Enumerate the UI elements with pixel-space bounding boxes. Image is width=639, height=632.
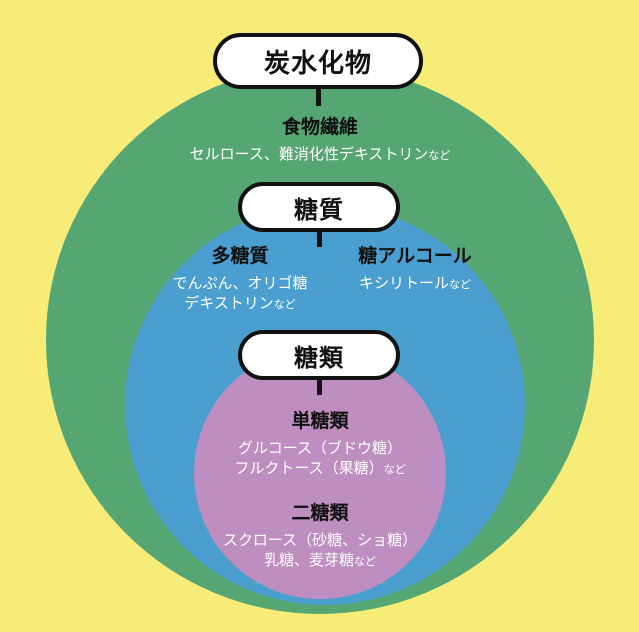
disaccharide-examples: スクロース（砂糖、ショ糖） 乳糖、麦芽糖など bbox=[195, 530, 445, 572]
carbohydrate-title-pill: 炭水化物 bbox=[213, 33, 423, 89]
saccharide-title-pill: 糖質 bbox=[238, 182, 400, 232]
polysaccharide-examples-line2: デキストリン bbox=[184, 294, 274, 312]
polysaccharide-examples-line1: でんぷん、オリゴ糖 bbox=[172, 274, 308, 292]
polysaccharide-heading: 多糖質 bbox=[211, 245, 269, 267]
disaccharide-examples-line2-row: 乳糖、麦芽糖など bbox=[195, 550, 445, 572]
fiber-examples-text: セルロース、難消化性デキストリン bbox=[189, 145, 429, 163]
sugar-alcohol-examples: キシリトールなど bbox=[330, 273, 500, 295]
monosaccharide-examples-line1: グルコース（ブドウ糖） bbox=[238, 439, 402, 457]
monosaccharide-examples: グルコース（ブドウ糖） フルクトース（果糖）など bbox=[200, 438, 440, 480]
monosaccharide-examples-line2-row: フルクトース（果糖）など bbox=[200, 458, 440, 480]
monosaccharide-heading: 単糖類 bbox=[291, 410, 349, 432]
polysaccharide-examples-suffix: など bbox=[273, 298, 296, 311]
polysaccharide-examples: でんぷん、オリゴ糖 デキストリンなど bbox=[150, 273, 330, 315]
sugar-title-pill: 糖類 bbox=[238, 330, 400, 380]
disaccharide-examples-suffix: など bbox=[354, 555, 376, 568]
fiber-examples-suffix: など bbox=[428, 149, 451, 162]
carbohydrate-title: 炭水化物 bbox=[263, 48, 372, 79]
sugar-alcohol-examples-suffix: など bbox=[449, 278, 471, 291]
sugar-alcohol-heading: 糖アルコール bbox=[358, 245, 472, 267]
disaccharide-examples-line2: 乳糖、麦芽糖 bbox=[263, 551, 354, 569]
sugar-alcohol-examples-text: キシリトール bbox=[358, 274, 449, 292]
monosaccharide-examples-suffix: など bbox=[383, 463, 406, 476]
polysaccharide-examples-line2-row: デキストリンなど bbox=[150, 293, 330, 315]
sugar-title: 糖類 bbox=[294, 343, 344, 372]
fiber-examples: セルロース、難消化性デキストリンなど bbox=[120, 144, 520, 166]
saccharide-title: 糖質 bbox=[294, 195, 344, 224]
monosaccharide-examples-line2: フルクトース（果糖） bbox=[234, 459, 384, 477]
disaccharide-heading: 二糖類 bbox=[291, 502, 349, 524]
saccharide-connector bbox=[317, 225, 322, 247]
sugar-connector bbox=[317, 373, 322, 395]
fiber-heading: 食物繊維 bbox=[281, 116, 358, 138]
carbohydrate-connector bbox=[316, 84, 321, 106]
disaccharide-examples-line1: スクロース（砂糖、ショ糖） bbox=[222, 531, 418, 549]
